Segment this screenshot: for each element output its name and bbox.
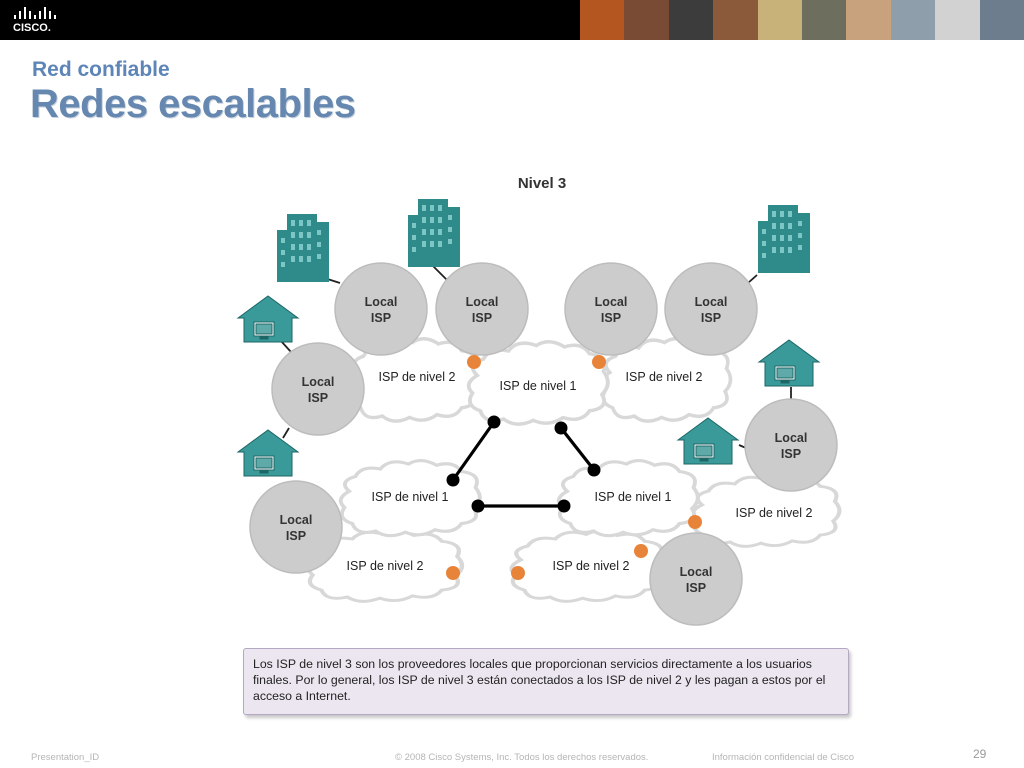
local-isp-5 — [271, 342, 365, 436]
header-photo — [890, 0, 936, 40]
local-isp-circles — [249, 262, 838, 626]
header-bar: CISCO. — [0, 0, 1024, 40]
house-icon — [237, 295, 299, 343]
page-number: 29 — [973, 747, 987, 761]
header-photo — [668, 0, 714, 40]
local-isp-3 — [564, 262, 658, 356]
logo-text: CISCO. — [13, 22, 51, 34]
local-isp-label: ISP — [371, 311, 391, 325]
label-tier2-right-top: ISP de nivel 2 — [626, 370, 703, 384]
local-isp-label: Local — [365, 295, 398, 309]
local-isp-label: ISP — [308, 391, 328, 405]
header-photo — [935, 0, 980, 40]
access-links — [280, 265, 792, 449]
building-icon — [758, 205, 810, 273]
label-tier1-top: ISP de nivel 1 — [500, 379, 577, 393]
caption-box: Los ISP de nivel 3 son los proveedores l… — [243, 648, 849, 715]
label-tier2-bottom-right: ISP de nivel 2 — [553, 559, 630, 573]
header-photo — [757, 0, 803, 40]
local-isp-label: Local — [775, 431, 808, 445]
slide-title: Redes escalables — [30, 82, 356, 126]
header-photo — [580, 0, 625, 40]
local-isp-label: ISP — [781, 447, 801, 461]
building-icon — [277, 214, 329, 282]
header-photo — [846, 0, 891, 40]
house-icon — [237, 429, 299, 477]
local-isp-label: ISP — [472, 311, 492, 325]
presentation-id: Presentation_ID — [31, 752, 100, 763]
slide-eyebrow: Red confiable — [32, 58, 170, 81]
header-photo — [802, 0, 847, 40]
label-tier2-right: ISP de nivel 2 — [736, 506, 813, 520]
photo-strip — [580, 0, 1024, 40]
label-tier2-bottom-left: ISP de nivel 2 — [347, 559, 424, 573]
house-icon — [677, 417, 739, 465]
local-isp-6 — [744, 398, 838, 492]
local-isp-4 — [664, 262, 758, 356]
local-isp-7 — [249, 480, 343, 574]
confidential-notice: Información confidencial de Cisco — [712, 752, 855, 763]
header-photo — [979, 0, 1024, 40]
building-icon — [408, 199, 460, 267]
local-isp-label: Local — [302, 375, 335, 389]
local-isp-8 — [649, 532, 743, 626]
local-isp-label: ISP — [601, 311, 621, 325]
local-isp-label: Local — [280, 513, 313, 527]
local-isp-label: ISP — [686, 581, 706, 595]
local-isp-label: ISP — [701, 311, 721, 325]
tier-connection-points — [446, 355, 702, 580]
copyright: © 2008 Cisco Systems, Inc. Todos los der… — [395, 752, 649, 763]
house-icon — [758, 339, 820, 387]
local-isp-label: Local — [680, 565, 713, 579]
header-photo — [713, 0, 758, 40]
local-isp-label: Local — [595, 295, 628, 309]
label-tier2-left-top: ISP de nivel 2 — [379, 370, 456, 384]
label-tier1-left: ISP de nivel 1 — [372, 490, 449, 504]
local-isp-2 — [435, 262, 529, 356]
local-isp-label: Local — [466, 295, 499, 309]
header-photo — [624, 0, 669, 40]
local-isp-label: Local — [695, 295, 728, 309]
cisco-logo: CISCO. — [13, 7, 56, 34]
local-isp-label: ISP — [286, 529, 306, 543]
label-tier1-right: ISP de nivel 1 — [595, 490, 672, 504]
cloud-labels: ISP de nivel 1 ISP de nivel 1 ISP de niv… — [347, 370, 813, 573]
diagram-heading: Nivel 3 — [518, 175, 566, 192]
local-isp-1 — [334, 262, 428, 356]
tier1-backbone — [446, 415, 601, 513]
